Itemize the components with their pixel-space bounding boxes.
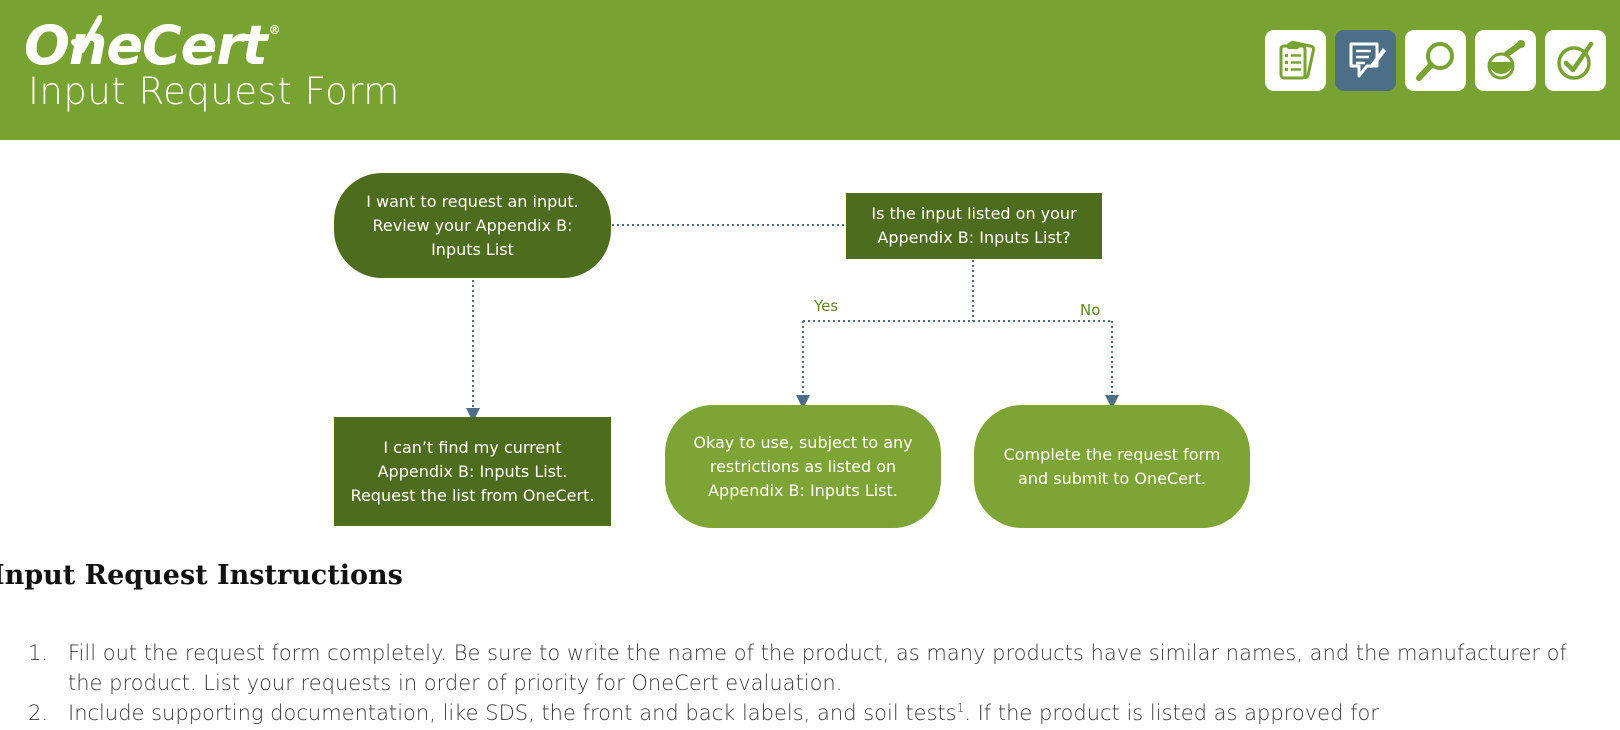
footnote-marker[interactable]: 1 — [956, 701, 965, 715]
instruction-number: 2. — [28, 701, 49, 725]
flow-yes-result-node: Okay to use, subject to any restrictions… — [665, 405, 941, 528]
instructions-heading: Input Request Instructions — [0, 560, 403, 591]
logo-check-icon — [71, 15, 102, 53]
registered-mark: ® — [268, 23, 281, 37]
flask-stamp-icon — [1487, 39, 1525, 79]
instruction-text: Fill out the request form completely. Be… — [68, 641, 1567, 695]
page-header: OneCert ® Input Request Form — [0, 0, 1620, 140]
instructions-list: 1. Fill out the request form completely.… — [20, 638, 1600, 728]
flow-no-result-node: Complete the request form and submit to … — [974, 405, 1250, 528]
edit-document-icon — [1349, 42, 1386, 77]
input-request-flowchart: I want to request an input. Review your … — [0, 140, 1620, 540]
clipboard-list-button[interactable] — [1265, 30, 1326, 91]
lab-test-button[interactable] — [1475, 30, 1536, 91]
instruction-number: 1. — [28, 641, 49, 665]
flow-cant-find-node: I can’t find my current Appendix B: Inpu… — [334, 417, 611, 526]
instruction-item: 2. Include supporting documentation, lik… — [20, 698, 1600, 728]
magnifier-icon — [1415, 41, 1454, 81]
flowchart-connectors — [466, 224, 1119, 422]
flow-start-node: I want to request an input. Review your … — [334, 173, 611, 278]
flow-question-node: Is the input listed on your Appendix B: … — [846, 193, 1102, 259]
check-circle-icon — [1556, 41, 1593, 80]
approval-button[interactable] — [1545, 30, 1606, 91]
logo-text: OneCert — [24, 14, 268, 77]
edit-document-button[interactable] — [1335, 30, 1396, 91]
search-button[interactable] — [1405, 30, 1466, 91]
form-title: Input Request Form — [28, 70, 400, 113]
instruction-text-part: . If the product is listed as approved f… — [964, 701, 1379, 725]
onecert-logo: OneCert ® — [24, 14, 281, 78]
header-icon-bar — [1265, 30, 1606, 91]
clipboard-list-icon — [1279, 40, 1315, 79]
instruction-item: 1. Fill out the request form completely.… — [20, 638, 1600, 698]
yes-branch-label: Yes — [814, 297, 839, 315]
instruction-text: Include supporting documentation, like S… — [68, 698, 1600, 728]
no-branch-label: No — [1080, 301, 1101, 319]
instruction-text-part: Include supporting documentation, like S… — [68, 701, 957, 725]
